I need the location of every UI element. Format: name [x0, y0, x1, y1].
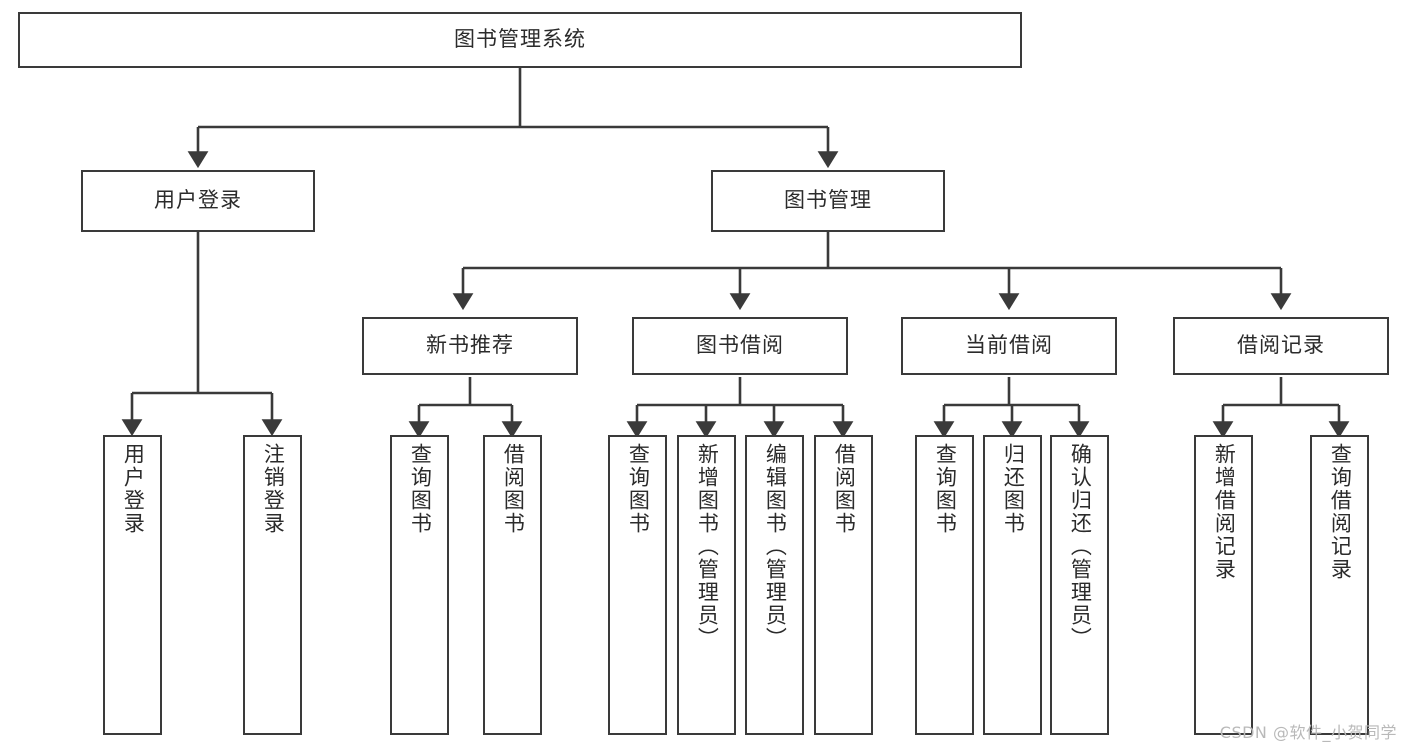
node-label: 借阅图书	[832, 443, 857, 535]
node-label: 用户登录	[121, 443, 146, 535]
node-new-book-recommend[interactable]: 新书推荐	[362, 317, 578, 375]
leaf-record-query-record[interactable]: 查询借阅记录	[1310, 435, 1369, 735]
leaf-current-query-book[interactable]: 查询图书	[915, 435, 974, 735]
leaf-borrow-borrow-book[interactable]: 借阅图书	[814, 435, 873, 735]
node-label: 查询图书	[408, 443, 433, 535]
node-label: 编辑图书（管理员）	[763, 443, 788, 650]
node-label: 图书管理系统	[454, 27, 586, 52]
node-label: 查询借阅记录	[1328, 443, 1353, 581]
node-book-management[interactable]: 图书管理	[711, 170, 945, 232]
node-label: 图书管理	[784, 188, 872, 213]
node-label: 图书借阅	[696, 333, 784, 358]
node-borrow-record[interactable]: 借阅记录	[1173, 317, 1389, 375]
leaf-borrow-query-book[interactable]: 查询图书	[608, 435, 667, 735]
node-label: 查询图书	[626, 443, 651, 535]
node-label: 用户登录	[154, 188, 242, 213]
leaf-borrow-edit-book-admin[interactable]: 编辑图书（管理员）	[745, 435, 804, 735]
node-current-borrow[interactable]: 当前借阅	[901, 317, 1117, 375]
node-label: 确认归还（管理员）	[1068, 443, 1093, 650]
node-root-system[interactable]: 图书管理系统	[18, 12, 1022, 68]
leaf-user-login[interactable]: 用户登录	[103, 435, 162, 735]
node-label: 注销登录	[261, 443, 286, 535]
node-label: 借阅图书	[501, 443, 526, 535]
leaf-current-confirm-return-admin[interactable]: 确认归还（管理员）	[1050, 435, 1109, 735]
leaf-newbook-borrow-book[interactable]: 借阅图书	[483, 435, 542, 735]
node-user-login[interactable]: 用户登录	[81, 170, 315, 232]
node-label: 当前借阅	[965, 333, 1053, 358]
node-label: 查询图书	[933, 443, 958, 535]
leaf-record-add-record[interactable]: 新增借阅记录	[1194, 435, 1253, 735]
leaf-user-logout[interactable]: 注销登录	[243, 435, 302, 735]
node-label: 新书推荐	[426, 333, 514, 358]
leaf-newbook-query-book[interactable]: 查询图书	[390, 435, 449, 735]
node-label: 新增图书（管理员）	[695, 443, 720, 650]
leaf-current-return-book[interactable]: 归还图书	[983, 435, 1042, 735]
node-label: 新增借阅记录	[1212, 443, 1237, 581]
node-book-borrow[interactable]: 图书借阅	[632, 317, 848, 375]
node-label: 借阅记录	[1237, 333, 1325, 358]
node-label: 归还图书	[1001, 443, 1026, 535]
leaf-borrow-add-book-admin[interactable]: 新增图书（管理员）	[677, 435, 736, 735]
